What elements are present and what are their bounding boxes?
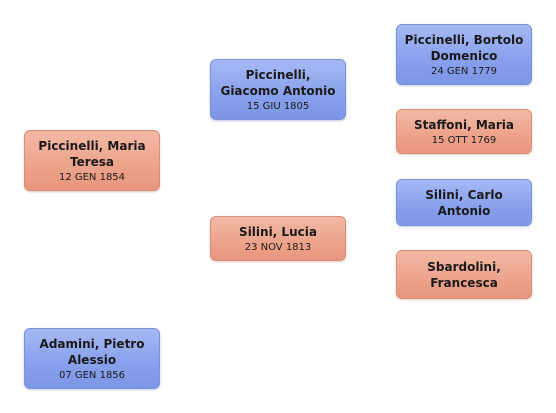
person-birth-date: 07 GEN 1856 xyxy=(58,369,126,381)
person-name: Adamini, Pietro Alessio xyxy=(39,336,145,367)
person-name: Piccinelli, Maria Teresa xyxy=(38,138,146,169)
person-box-piccinelli-giacomo-antonio[interactable]: Piccinelli, Giacomo Antonio 15 GIU 1805 xyxy=(210,59,346,120)
person-box-adamini-pietro-alessio[interactable]: Adamini, Pietro Alessio 07 GEN 1856 xyxy=(24,328,160,389)
person-box-silini-lucia[interactable]: Silini, Lucia 23 NOV 1813 xyxy=(210,216,346,261)
person-box-sbardolini-francesca[interactable]: Sbardolini, Francesca xyxy=(396,250,532,299)
person-name: Piccinelli, Giacomo Antonio xyxy=(220,67,336,98)
person-name: Staffoni, Maria xyxy=(413,117,514,132)
person-name: Silini, Carlo Antonio xyxy=(425,187,503,218)
person-birth-date: 24 GEN 1779 xyxy=(430,65,498,77)
person-name: Silini, Lucia xyxy=(239,224,317,239)
person-box-piccinelli-maria-teresa[interactable]: Piccinelli, Maria Teresa 12 GEN 1854 xyxy=(24,130,160,191)
person-box-piccinelli-bortolo-domenico[interactable]: Piccinelli, Bortolo Domenico 24 GEN 1779 xyxy=(396,24,532,85)
person-birth-date: 23 NOV 1813 xyxy=(244,241,312,253)
person-birth-date: 15 OTT 1769 xyxy=(431,134,497,146)
person-box-silini-carlo-antonio[interactable]: Silini, Carlo Antonio xyxy=(396,179,532,226)
person-box-staffoni-maria[interactable]: Staffoni, Maria 15 OTT 1769 xyxy=(396,109,532,154)
person-birth-date: 15 GIU 1805 xyxy=(246,100,310,112)
person-name: Piccinelli, Bortolo Domenico xyxy=(404,32,524,63)
person-name: Sbardolini, Francesca xyxy=(427,259,501,290)
person-birth-date: 12 GEN 1854 xyxy=(58,171,126,183)
